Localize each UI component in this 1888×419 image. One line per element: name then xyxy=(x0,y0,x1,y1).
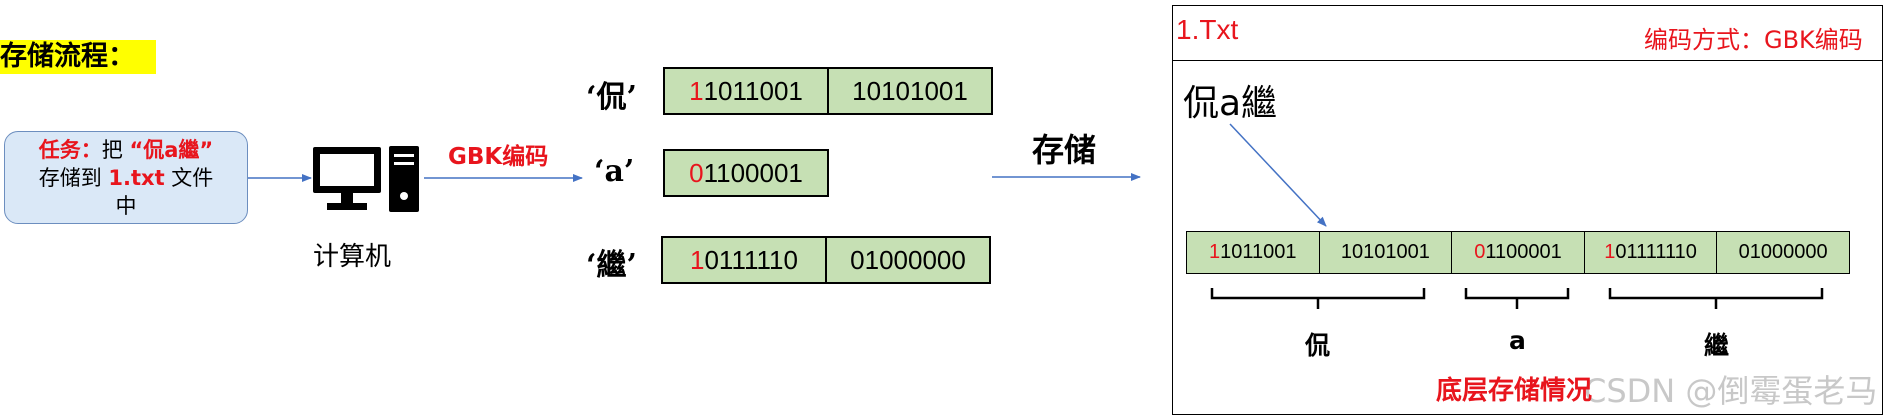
byte-cell: 10101001 xyxy=(1318,232,1452,273)
task-line-3: 中 xyxy=(115,194,137,218)
task-text-2: 存储到 xyxy=(38,166,109,190)
byte-rest: 01111110 xyxy=(1615,241,1697,263)
byte-cell: 01000000 xyxy=(825,238,989,282)
brace-label-ji: 繼 xyxy=(1704,331,1730,360)
sign-bit: 0 xyxy=(1474,241,1486,263)
byte-rest: 1011001 xyxy=(1220,241,1297,263)
brace-2 xyxy=(1464,288,1570,309)
byte-rest: 1100001 xyxy=(703,157,803,188)
brace-3 xyxy=(1608,288,1824,309)
byte-cell: 01000000 xyxy=(1716,232,1849,273)
task-label: 任务： xyxy=(38,138,102,162)
title-highlight xyxy=(0,40,156,74)
sign-bit: 1 xyxy=(1604,241,1616,263)
char-label-kan: ‘侃’ xyxy=(586,80,637,115)
brace-label-kan: 侃 xyxy=(1305,331,1331,360)
task-text-1: 把 xyxy=(101,138,130,162)
brace-label-a: a xyxy=(1509,326,1526,355)
char-label-ji: ‘繼’ xyxy=(586,248,637,283)
sign-bit: 1 xyxy=(1209,241,1221,263)
sign-bit: 1 xyxy=(689,75,704,106)
page-title: 存储流程： xyxy=(0,41,135,72)
byte-rest: 1011001 xyxy=(703,75,803,106)
task-text-3: 文件 xyxy=(164,166,214,190)
file-content: 侃a繼 xyxy=(1183,83,1278,124)
computer-label: 计算机 xyxy=(313,242,392,272)
task-quoted-chars: “侃a繼” xyxy=(129,138,214,162)
encode-label: GBK编码 xyxy=(448,144,549,170)
file-name: 1.Txt xyxy=(1176,14,1239,45)
task-line-1: 任务：把 “侃a繼” xyxy=(5,136,247,164)
brace-1 xyxy=(1210,288,1426,309)
store-label: 存储 xyxy=(1032,131,1097,169)
sign-bit: 0 xyxy=(689,157,704,188)
task-line-2: 存储到 1.txt 文件 xyxy=(5,164,247,192)
sign-bit: 1 xyxy=(690,244,705,275)
file-panel-divider xyxy=(1172,60,1883,61)
encoding-method: 编码方式：GBK编码 xyxy=(1644,26,1863,54)
task-box: 任务：把 “侃a繼” 存储到 1.txt 文件 中 xyxy=(4,131,248,224)
byte-rest: 0111110 xyxy=(704,244,798,275)
computer-icon xyxy=(313,146,419,212)
file-panel xyxy=(1172,5,1883,415)
storage-caption: 底层存储情况 xyxy=(1436,376,1593,406)
task-filename: 1.txt xyxy=(108,166,165,190)
char-label-a: ‘a’ xyxy=(594,154,635,189)
byte-rest: 1100001 xyxy=(1485,241,1562,263)
content-to-bytes-arrow xyxy=(1229,123,1327,227)
byte-cell: 10101001 xyxy=(827,69,991,113)
watermark: CSDN @倒霉蛋老马 xyxy=(1584,372,1878,410)
